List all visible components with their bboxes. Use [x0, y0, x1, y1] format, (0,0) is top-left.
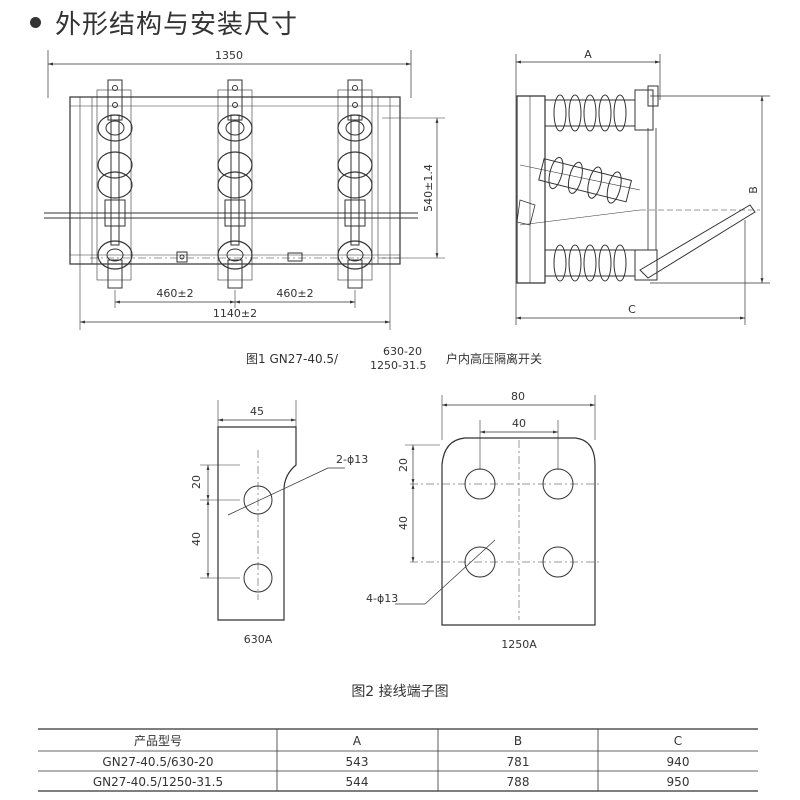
lower-insulator: [544, 244, 658, 282]
terminal-hole: [243, 485, 273, 515]
table-cell-A: 543: [346, 755, 369, 769]
side-base-plate: [516, 95, 546, 284]
dim-width-label: 1350: [215, 49, 243, 62]
table-cell-C: 940: [667, 755, 690, 769]
terminal-hole: [542, 468, 574, 500]
terminal-630A-holes: 2-ϕ13: [336, 453, 368, 466]
table-header-model: 产品型号: [134, 734, 182, 748]
table-cell-model: GN27-40.5/630-20: [102, 755, 213, 769]
terminal-630A-width: 45: [250, 405, 264, 418]
section-heading: 外形结构与安装尺寸: [30, 4, 298, 40]
figure1-caption-bottom: 1250-31.5: [370, 359, 426, 372]
terminal-1250A-pitch-v: 40: [397, 516, 410, 530]
figure2-caption: 图2 接线端子图: [351, 683, 448, 700]
upper-insulator: [544, 85, 659, 132]
terminal-1250A-rating: 1250A: [501, 638, 537, 651]
side-view: [515, 54, 770, 325]
terminal-hole: [464, 468, 496, 500]
figure1-caption-prefix: 图1 GN27-40.5/: [246, 352, 339, 366]
table-cell-B: 781: [507, 755, 530, 769]
terminal-hole: [243, 563, 273, 593]
terminal-1250A-holes: 4-ϕ13: [366, 592, 398, 605]
table-cell-model: GN27-40.5/1250-31.5: [93, 775, 223, 789]
side-B-label: B: [747, 186, 760, 194]
pole-left: [96, 79, 133, 289]
terminal-hole: [464, 546, 496, 578]
dim-pitch-right-label: 460±2: [276, 287, 313, 300]
blade: [639, 204, 756, 279]
table-header-A: A: [353, 734, 362, 748]
middle-insulator: [538, 156, 633, 204]
table-header-B: B: [514, 734, 522, 748]
figure1-caption-top: 630-20: [383, 345, 422, 358]
base-frame: [69, 96, 401, 265]
terminal-630A-top: 20: [190, 475, 203, 489]
terminal-hole: [542, 546, 574, 578]
pole-middle: [217, 79, 253, 289]
side-A-label: A: [584, 48, 592, 61]
side-C-label: C: [628, 303, 636, 316]
terminal-630A: [200, 400, 345, 621]
figure1-caption-suffix: 户内高压隔离开关: [446, 351, 542, 366]
pole-right: [337, 79, 373, 289]
table-cell-A: 544: [346, 775, 369, 789]
table-header-C: C: [674, 734, 682, 748]
terminal-1250A: [395, 395, 600, 626]
dim-height-label: 540±1.4: [422, 164, 435, 212]
dim-pitch-left-label: 460±2: [156, 287, 193, 300]
terminal-630A-rating: 630A: [244, 633, 273, 646]
table-cell-C: 950: [667, 775, 690, 789]
terminal-1250A-pitch-h: 40: [512, 417, 526, 430]
dim-mount-label: 1140±2: [213, 307, 257, 320]
front-view: [44, 50, 445, 330]
table-cell-B: 788: [507, 775, 530, 789]
terminal-1250A-width: 80: [511, 390, 525, 403]
terminal-630A-pitch: 40: [190, 532, 203, 546]
spec-table: [38, 728, 758, 792]
heading-text: 外形结构与安装尺寸: [55, 9, 299, 40]
bullet-icon: [30, 16, 41, 28]
terminal-1250A-top: 20: [397, 458, 410, 472]
